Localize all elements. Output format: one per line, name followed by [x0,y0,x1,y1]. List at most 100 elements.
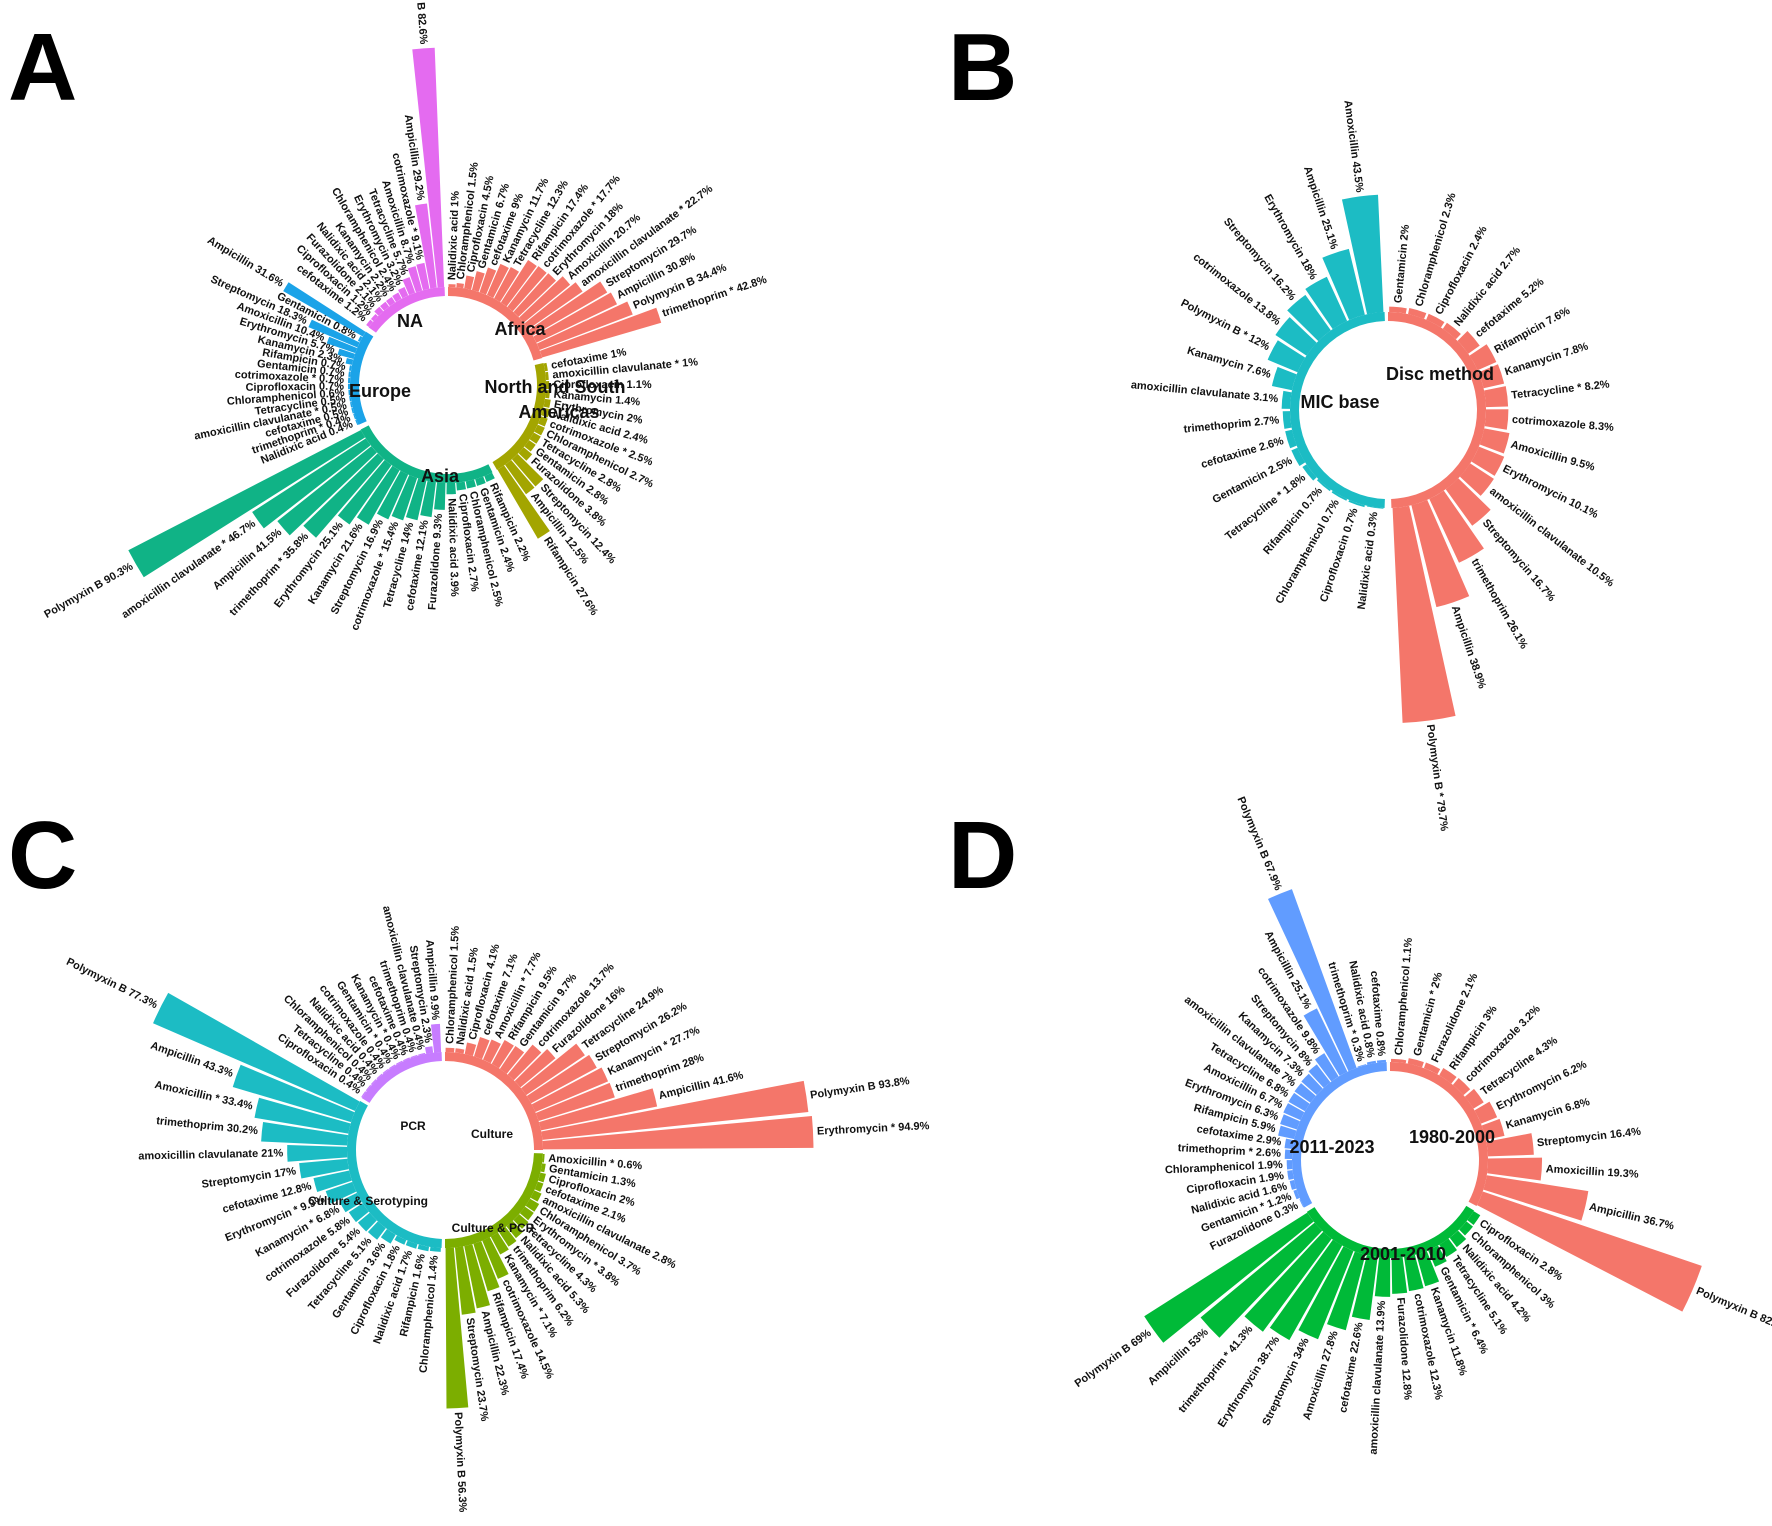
bar-1980-2000-4 [1452,1077,1471,1096]
bar-disc-method-15 [1392,505,1456,723]
bar-africa-6 [494,267,520,302]
bar-label-1980-2000-10: Ampicillin 36.7% [1588,1201,1675,1233]
bar-label-mic-base-8: amoxicillin clavulanate 3.1% [1130,379,1279,405]
bar-2001-2010-6 [1404,1254,1424,1292]
bar-2011-2023-17 [1357,1064,1367,1068]
bar-africa-14 [536,301,633,351]
bar-culture-serotyping-3 [394,1235,407,1245]
bar-label-disc-method-15: Polymyxin B * 79.7% [1424,724,1450,832]
bar-2001-2010-15 [1144,1212,1314,1343]
bar-2001-2010-9 [1351,1255,1378,1320]
bar-mic-base-0 [1366,505,1384,509]
bar-1980-2000-2 [1423,1062,1441,1075]
bar-label-culture-15: Erythromycin * 94.9% [817,1120,930,1138]
group-label-asia: Asia [421,466,460,486]
bar-label-mic-base-0: Nalidixic acid 0.3% [1356,511,1381,610]
bar-disc-method-4 [1457,331,1480,354]
bar-2001-2010-7 [1391,1257,1408,1294]
bar-culture-14 [541,1080,809,1140]
bar-label-1980-2000-8: Streptomycin 16.4% [1536,1126,1641,1150]
bar-north-and-south-americas-12 [504,459,535,495]
bar-label-asia-4: Nalidixic acid 3.9% [445,498,460,597]
bar-2011-2023-2 [1289,1180,1297,1190]
bar-asia-7 [405,478,427,521]
bar-culture-7 [507,1044,542,1081]
bar-culture-serotyping-0 [429,1246,441,1252]
bar-north-and-south-americas-7 [534,424,545,436]
group-label-europe: Europe [349,381,411,401]
bar-label-disc-method-0: Gentamicin 2% [1392,224,1412,304]
bar-disc-method-12 [1445,478,1491,526]
bar-north-and-south-americas-6 [538,416,548,427]
bar-disc-method-0 [1389,306,1407,314]
bar-north-and-south-americas-4 [543,398,551,408]
bar-pcr-10 [424,1046,434,1054]
bar-culture-1 [455,1048,465,1054]
bar-label-2001-2010-9: cefotaxime 22.6% [1337,1321,1366,1414]
group-label-2001-2010: 2001-2010 [1360,1244,1446,1264]
bar-asia-4 [446,482,456,495]
group-label-pcr: PCR [400,1119,426,1133]
bar-disc-method-14 [1411,499,1470,608]
bar-culture-pcr-8 [506,1220,524,1239]
bar-label-mic-base-14: Ampicillin 25.1% [1301,165,1340,251]
bar-label-2001-2010-15: Polymyxin B 69% [1073,1327,1154,1390]
bar-label-2001-2010-8: amoxicillin clavulanate 13.9% [1368,1300,1388,1455]
bar-culture-pcr-12 [473,1241,500,1292]
bar-asia-12 [303,453,384,538]
ring-2001-2010 [1306,1205,1475,1258]
bar-label-1980-2000-9: Amoxicillin 19.3% [1545,1163,1639,1181]
bar-pcr-0 [361,1091,367,1098]
bar-culture-pcr-5 [525,1198,540,1212]
bar-na-11 [412,47,445,288]
bar-asia-0 [484,472,495,482]
bar-label-mic-base-7: trimethoprim 2.7% [1183,414,1280,435]
ring-culture-pcr [445,1153,543,1248]
bar-2011-2023-4 [1286,1160,1293,1170]
bar-label-culture-serotyping-13: trimethoprim 30.2% [156,1115,259,1137]
bar-disc-method-13 [1429,490,1484,563]
bar-africa-9 [513,273,556,317]
panel-d-chart: Chloramphenicol 1.1%Gentamicin * 2%Furaz… [1073,795,1772,1455]
bar-culture-6 [499,1045,525,1074]
bar-culture-serotyping-4 [380,1228,396,1244]
bar-na-7 [402,277,416,296]
bar-label-disc-method-9: Amoxicillin 9.5% [1509,439,1596,474]
bar-2011-2023-13 [1308,1064,1331,1088]
bar-culture-11 [531,1067,609,1112]
bar-disc-method-10 [1471,446,1505,476]
bar-culture-10 [526,1054,597,1104]
bar-2011-2023-19 [1376,1059,1386,1063]
bar-1980-2000-0 [1391,1058,1407,1064]
bar-2001-2010-2 [1449,1230,1467,1248]
bar-culture-serotyping-2 [405,1240,418,1249]
bar-2011-2023-0 [1299,1199,1304,1208]
bar-label-1980-2000-0: Chloramphenicol 1.1% [1393,937,1415,1056]
bar-label-disc-method-8: cotrimoxazole 8.3% [1512,414,1615,434]
bar-2001-2010-0 [1467,1211,1481,1225]
bar-culture-pcr-1 [540,1163,546,1173]
bar-2011-2023-18 [1366,1060,1377,1065]
bar-north-and-south-americas-13 [497,465,550,539]
group-label-americas-line1: North and South [485,377,626,397]
bar-europe-1 [353,413,357,420]
bar-africa-10 [519,276,571,323]
bar-culture-serotyping-12 [287,1144,348,1162]
bar-north-and-south-americas-9 [524,440,536,452]
bar-culture-serotyping-7 [348,1203,369,1223]
bar-label-2011-2023-5: trimethoprim * 2.6% [1177,1142,1281,1160]
panel-b-chart: Gentamicin 2%Chloramphenicol 2.3%Ciprofl… [1130,99,1616,832]
bar-2001-2010-11 [1298,1246,1354,1340]
bar-mic-base-5 [1291,447,1306,467]
bar-1980-2000-1 [1407,1058,1424,1068]
bar-label-culture-0: Chloramphenicol 1.5% [444,926,462,1045]
group-label-mic-base: MIC base [1300,392,1379,412]
group-label-2011-2023: 2011-2023 [1289,1137,1374,1157]
bar-europe-14 [357,336,363,342]
bar-label-2011-2023-4: Chloramphenicol 1.9% [1165,1159,1284,1177]
bar-2001-2010-8 [1374,1257,1391,1297]
bar-2011-2023-8 [1280,1114,1300,1130]
bar-culture-serotyping-13 [261,1121,349,1146]
bar-label-2001-2010-7: Furazolidone 12.8% [1394,1297,1413,1401]
bar-na-0 [366,319,374,328]
